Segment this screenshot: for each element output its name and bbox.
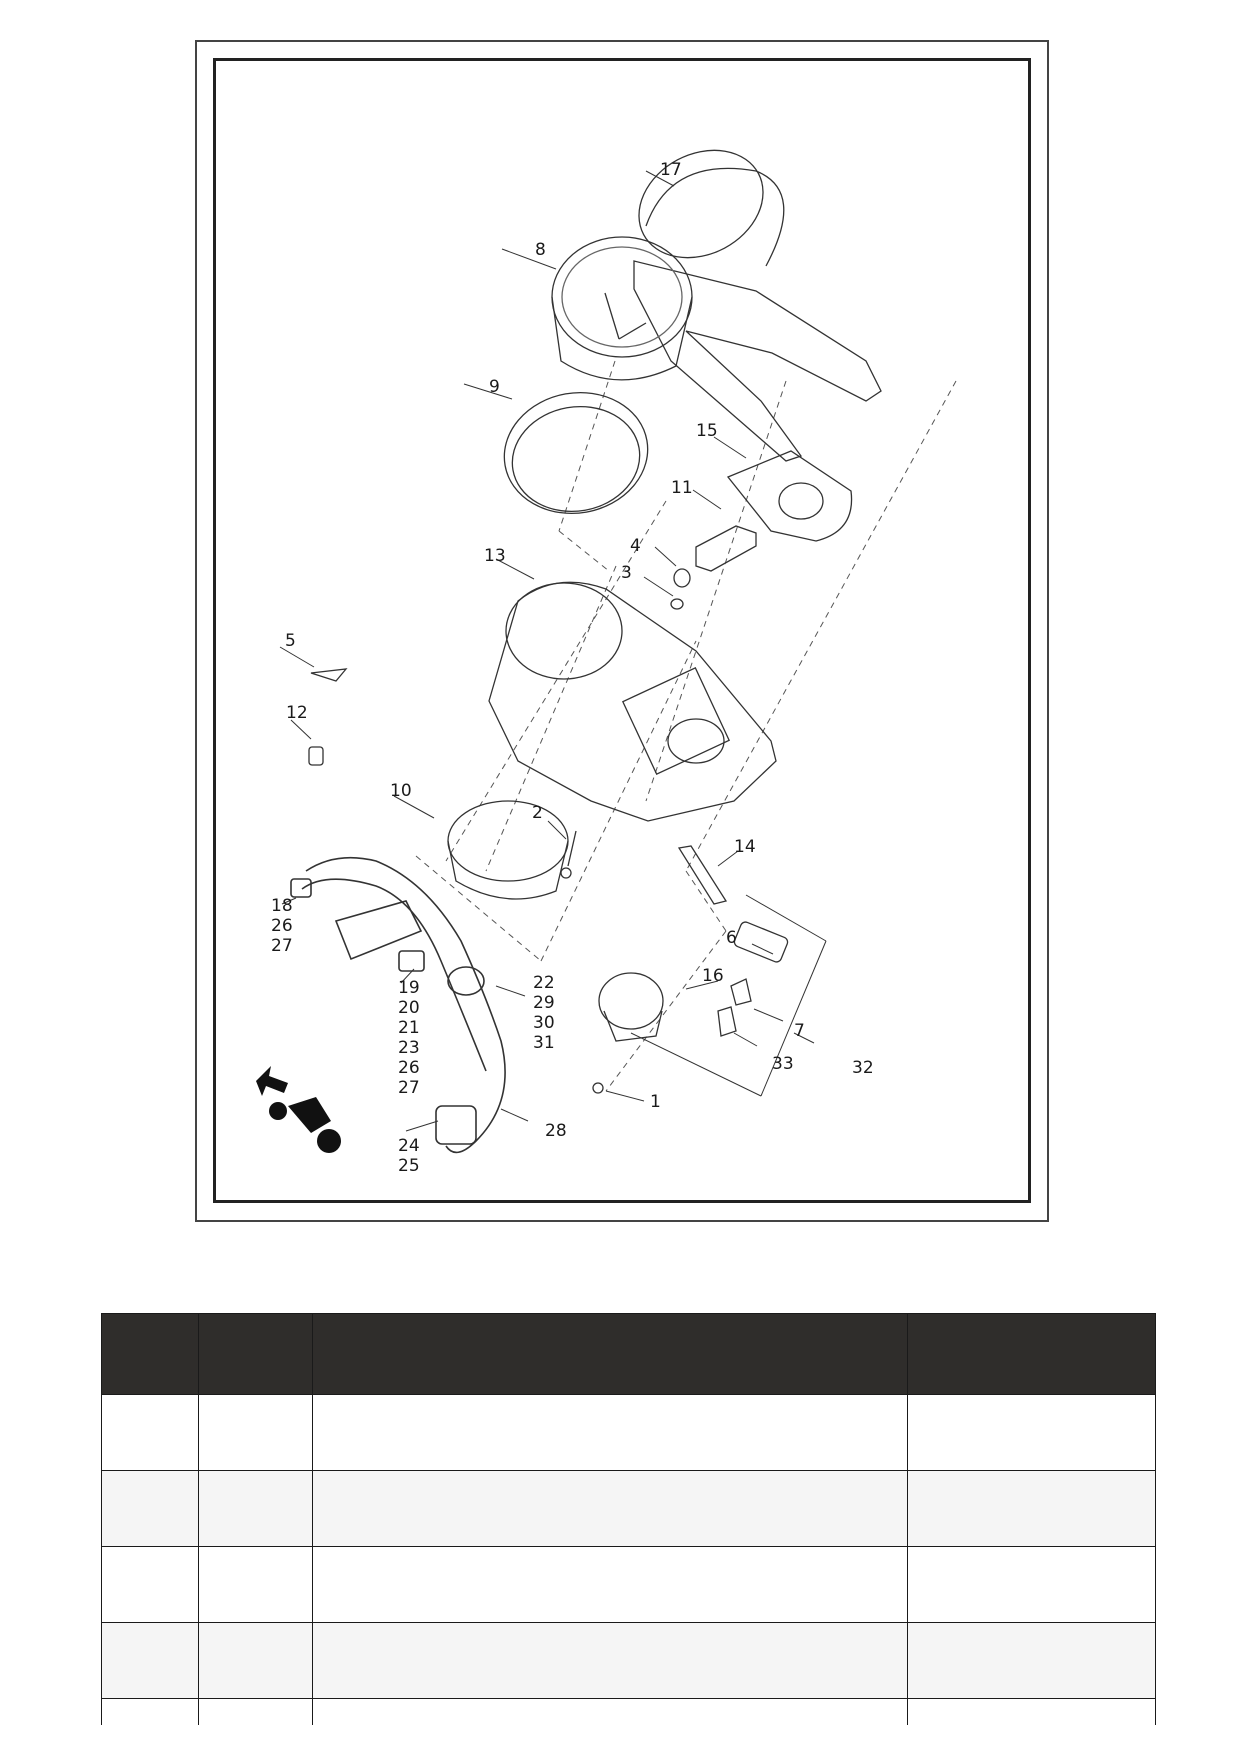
header-cell (101, 1313, 199, 1395)
table-cell (312, 1698, 908, 1725)
part-33-clip (717, 1006, 737, 1037)
table-cell (312, 1394, 908, 1471)
part-10-mounting-cup (447, 800, 569, 900)
table-cell (312, 1622, 908, 1699)
part-32-kit-outline (630, 894, 827, 1097)
table-cell (101, 1470, 199, 1547)
callout-3: 3 (621, 563, 632, 583)
callout-30: 30 (533, 1013, 555, 1033)
table-cell (907, 1470, 1156, 1547)
header-cell (312, 1313, 908, 1395)
callout-7: 7 (794, 1021, 805, 1041)
part-11-bracket (695, 525, 757, 572)
callout-1: 1 (650, 1092, 661, 1112)
callout-21: 21 (398, 1018, 420, 1038)
part-4-cap (673, 568, 691, 588)
front-direction-arrow-icon (256, 1066, 341, 1153)
callout-33: 33 (772, 1054, 794, 1074)
table-cell (312, 1546, 908, 1623)
callout-16: 16 (702, 966, 724, 986)
part-17-bezel-plate (633, 149, 882, 462)
callout-2: 2 (532, 803, 543, 823)
table-cell (101, 1622, 199, 1699)
part-8-speedometer (551, 236, 693, 381)
header-cell (907, 1313, 1156, 1395)
callout-6: 6 (726, 928, 737, 948)
table-row (101, 1698, 1156, 1725)
callout-17: 17 (660, 160, 682, 180)
callout-leader-lines (279, 170, 815, 1132)
callout-24: 24 (398, 1136, 420, 1156)
callout-10: 10 (390, 781, 412, 801)
callout-25: 25 (398, 1156, 420, 1176)
callout-23: 23 (398, 1038, 420, 1058)
table-cell (907, 1546, 1156, 1623)
table-header-row (101, 1313, 1156, 1395)
callout-15: 15 (696, 421, 718, 441)
callout-8: 8 (535, 240, 546, 260)
callout-28: 28 (545, 1121, 567, 1141)
table-cell (198, 1470, 313, 1547)
table-cell (198, 1546, 313, 1623)
callout-14: 14 (734, 837, 756, 857)
part-5-clip (310, 668, 348, 682)
callout-19: 19 (398, 978, 420, 998)
callout-27b: 27 (398, 1078, 420, 1098)
table-row (101, 1470, 1156, 1547)
table-cell (312, 1470, 908, 1547)
callout-12: 12 (286, 703, 308, 723)
table-cell (101, 1394, 199, 1471)
table-cell (198, 1394, 313, 1471)
callout-29: 29 (533, 993, 555, 1013)
header-cell (198, 1313, 313, 1395)
callout-32: 32 (852, 1058, 874, 1078)
callout-22: 22 (533, 973, 555, 993)
callout-31: 31 (533, 1033, 555, 1053)
part-6-switch (733, 921, 789, 963)
table-cell (101, 1698, 199, 1725)
diagram-outer-frame (195, 40, 1049, 1222)
callout-13: 13 (484, 546, 506, 566)
callout-labels: 17 8 9 15 11 4 3 13 5 12 10 2 14 18 26 2… (271, 160, 874, 1176)
table-cell (907, 1394, 1156, 1471)
exploded-parts-diagram: 17 8 9 15 11 4 3 13 5 12 10 2 14 18 26 2… (216, 61, 1028, 1200)
table-row (101, 1546, 1156, 1623)
part-16-meter (598, 972, 664, 1042)
callout-9: 9 (489, 377, 500, 397)
part-9-lens-ring (503, 391, 649, 515)
parts-table (101, 1313, 1156, 1725)
callout-4: 4 (630, 536, 641, 556)
part-1-screw (592, 1082, 604, 1094)
table-row (101, 1622, 1156, 1699)
callout-18: 18 (271, 896, 293, 916)
table-cell (907, 1622, 1156, 1699)
table-cell (101, 1546, 199, 1623)
part-13-console-housing (488, 581, 777, 822)
callout-26: 26 (271, 916, 293, 936)
diagram-inner-frame (213, 58, 1031, 1203)
part-14-strip (677, 845, 728, 905)
table-cell (907, 1698, 1156, 1725)
part-2-screw (560, 830, 577, 879)
table-cell (198, 1622, 313, 1699)
callout-20: 20 (398, 998, 420, 1018)
table-row (101, 1394, 1156, 1471)
assembly-guide-lines (415, 360, 957, 1092)
callout-26b: 26 (398, 1058, 420, 1078)
part-12-connector (308, 746, 324, 766)
callout-5: 5 (285, 631, 296, 651)
part-7-bracket (730, 978, 752, 1006)
part-15-gasket (726, 450, 853, 542)
table-cell (198, 1698, 313, 1725)
part-3-washer (670, 598, 684, 610)
callout-27: 27 (271, 936, 293, 956)
callout-11: 11 (671, 478, 693, 498)
